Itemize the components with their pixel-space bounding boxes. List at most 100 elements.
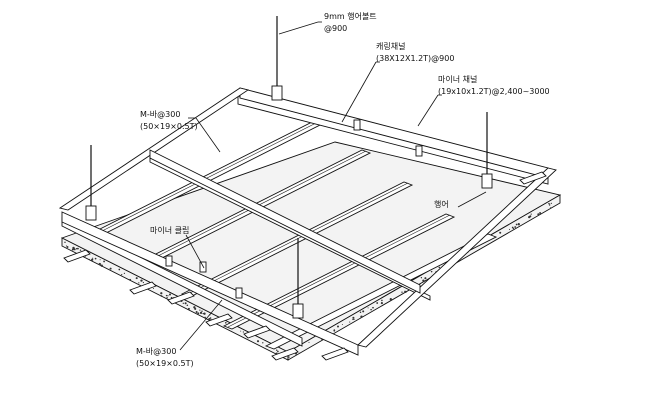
carrying-channels: [58, 87, 557, 356]
svg-text:M-바@300: M-바@300: [140, 109, 180, 119]
board-speck: [199, 311, 203, 315]
board-speck: [98, 262, 102, 266]
board-speck: [401, 291, 403, 293]
board-speck: [99, 259, 101, 261]
board-speck: [240, 330, 242, 332]
board-speck: [381, 299, 383, 302]
board-speck: [88, 258, 90, 261]
board-speck: [167, 295, 169, 297]
board-speck: [438, 266, 441, 269]
board-speck: [256, 340, 260, 343]
board-speck: [160, 292, 163, 295]
board-speck: [197, 312, 200, 315]
board-speck: [103, 260, 106, 263]
svg-text:캐링채널: 캐링채널: [376, 41, 405, 51]
board-speck: [360, 315, 363, 318]
board-speck: [187, 307, 190, 310]
label-hanger: 행어: [434, 199, 449, 209]
board-speck: [123, 272, 126, 275]
board-speck: [288, 356, 290, 358]
board-speck: [367, 307, 369, 309]
board-speck: [517, 223, 520, 226]
board-speck: [275, 349, 278, 351]
board-speck: [208, 317, 211, 320]
board-speck: [142, 281, 145, 284]
board-speck: [352, 318, 354, 321]
board-speck: [75, 247, 78, 250]
board-speck: [370, 308, 372, 311]
hanger-bolts: [85, 16, 493, 319]
board-speck: [508, 228, 511, 230]
svg-text:(50×19×0.5T): (50×19×0.5T): [140, 122, 198, 131]
label-carrying-channel: 캐링채널 (38X12X1.2T)@900: [376, 41, 454, 63]
svg-text:9mm 행어볼트: 9mm 행어볼트: [324, 11, 377, 21]
board-speck: [160, 295, 163, 297]
board-speck: [135, 277, 138, 280]
board-speck: [529, 215, 532, 218]
board-speck: [430, 270, 433, 273]
svg-text:행어: 행어: [434, 199, 449, 209]
svg-text:마이너 채널: 마이너 채널: [438, 74, 477, 84]
board-speck: [548, 204, 551, 206]
board-speck: [514, 226, 517, 228]
label-m-bar-bottom: M-바@300 (50×19×0.5T): [136, 346, 194, 368]
board-speck: [372, 306, 374, 309]
board-speck: [201, 310, 203, 312]
leader-lines: [179, 21, 487, 351]
board-speck: [512, 227, 515, 230]
board-speck: [94, 257, 97, 260]
board-speck: [109, 267, 112, 270]
board-speck: [168, 293, 172, 296]
board-speck: [262, 342, 264, 344]
board-speck: [209, 317, 212, 319]
board-speck: [352, 316, 355, 319]
label-minor-channel: 마이너 채널 (19x10x1.2T)@2,400~3000: [438, 74, 550, 96]
board-speck: [420, 277, 423, 279]
board-speck: [182, 302, 184, 304]
board-speck: [193, 306, 196, 309]
board-speck: [91, 258, 94, 261]
svg-text:(38X12X1.2T)@900: (38X12X1.2T)@900: [376, 54, 454, 63]
board-speck: [165, 294, 168, 297]
board-speck: [79, 249, 82, 251]
board-speck: [203, 312, 206, 315]
board-speck: [424, 277, 427, 280]
board-speck: [422, 279, 425, 282]
board-speck: [152, 287, 155, 290]
board-speck: [121, 274, 123, 276]
board-speck: [376, 302, 379, 304]
board-speck: [202, 313, 204, 315]
board-speck: [129, 278, 132, 281]
board-speck: [515, 223, 518, 226]
board-speck: [76, 247, 79, 250]
label-hanger-bolt: 9mm 행어볼트 @900: [324, 11, 377, 33]
board-speck: [341, 323, 343, 326]
board-speck: [66, 246, 69, 248]
channel-stubs: [63, 171, 547, 361]
svg-text:@900: @900: [324, 24, 347, 33]
board-speck: [61, 242, 63, 244]
board-speck: [537, 213, 540, 216]
board-speck: [118, 268, 121, 271]
board-speck: [210, 318, 212, 320]
board-speck: [550, 207, 552, 209]
board-speck: [204, 316, 206, 319]
board-speck: [65, 245, 67, 247]
board-speck: [100, 264, 103, 267]
board-speck: [166, 297, 168, 299]
board-speck: [539, 212, 542, 214]
board-speck: [530, 213, 532, 215]
board-speck: [140, 279, 143, 282]
board-speck: [64, 241, 66, 244]
svg-text:마이너 클립: 마이너 클립: [150, 225, 189, 235]
board-speck: [548, 202, 550, 205]
board-speck: [359, 311, 362, 313]
board-speck: [299, 352, 301, 354]
board-speck: [199, 309, 201, 311]
board-speck: [349, 321, 351, 323]
board-speck: [389, 298, 392, 301]
board-speck: [499, 231, 502, 234]
board-speck: [333, 329, 336, 332]
board-speck: [184, 302, 187, 305]
